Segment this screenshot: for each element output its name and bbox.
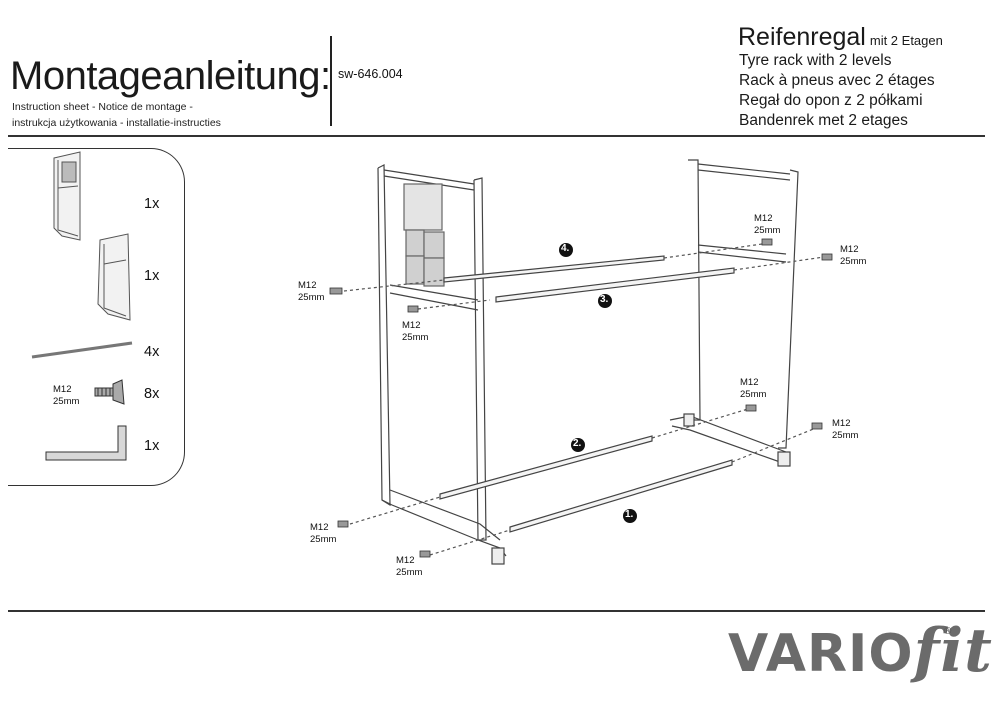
- screw-label-length: 25mm: [754, 225, 781, 236]
- screw-label-size: M12: [298, 280, 317, 291]
- part-qty: 1x: [144, 196, 160, 212]
- screw-label-length: 25mm: [402, 332, 429, 343]
- header-divider: [330, 36, 332, 126]
- registered-mark: ®: [944, 626, 952, 637]
- parts-illustrations: [31, 151, 133, 461]
- screw-guide-lines: [343, 243, 825, 556]
- subtitle-line-1: Instruction sheet - Notice de montage -: [12, 101, 193, 113]
- screw-spec: M12 25mm: [53, 384, 79, 408]
- left-mesh-panel: [403, 183, 445, 287]
- screw-label-length: 25mm: [298, 292, 325, 303]
- hex-key-icon: [45, 425, 127, 461]
- assembly-diagram: [329, 159, 833, 565]
- product-name: Reifenregal: [738, 23, 866, 51]
- screw-label-length: 25mm: [740, 389, 767, 400]
- tube-4: [443, 255, 665, 283]
- tube-part-icon: [31, 341, 133, 359]
- tube-number-markers: [559, 243, 637, 523]
- side-frame-part-icon: [97, 233, 131, 321]
- page-title: Montageanleitung:: [10, 54, 331, 98]
- screw-part-icon: [94, 379, 125, 405]
- screw-label-size: M12: [832, 418, 851, 429]
- screw-label-length: 25mm: [840, 256, 867, 267]
- product-levels: mit 2 Etagen: [869, 33, 943, 48]
- screw-label-size: M12: [402, 320, 421, 331]
- translation-pl: Regał do opon z 2 półkami: [739, 92, 923, 109]
- translation-nl: Bandenrek met 2 etages: [739, 112, 908, 129]
- brand-name-part1: VARIO: [728, 624, 914, 684]
- brand-logo: VARIOfit: [728, 616, 993, 686]
- screw-icons: [329, 238, 833, 558]
- side-frame-part-icon: [53, 151, 81, 241]
- screw-label-length: 25mm: [310, 534, 337, 545]
- right-side-frame: [669, 159, 799, 467]
- part-qty: 1x: [144, 438, 160, 454]
- tube-number: 1.: [625, 509, 634, 520]
- tube-1: [509, 459, 733, 533]
- part-qty: 1x: [144, 268, 160, 284]
- header-rule: [8, 135, 985, 137]
- screw-label-length: 25mm: [396, 567, 423, 578]
- translation-fr: Rack à pneus avec 2 étages: [739, 72, 935, 89]
- translation-en: Tyre rack with 2 levels: [739, 52, 892, 69]
- screw-label-size: M12: [396, 555, 415, 566]
- tube-number: 3.: [600, 294, 609, 305]
- tube-number: 4.: [561, 243, 570, 254]
- tube-2: [439, 435, 653, 500]
- screw-spec-length: 25mm: [53, 396, 80, 407]
- screw-label-size: M12: [840, 244, 859, 255]
- screw-label-size: M12: [754, 213, 773, 224]
- part-qty: 4x: [144, 344, 160, 360]
- tube-number: 2.: [573, 438, 582, 449]
- footer-rule: [8, 610, 985, 612]
- screw-label-size: M12: [310, 522, 329, 533]
- article-code: sw-646.004: [338, 67, 403, 81]
- screw-label-size: M12: [740, 377, 759, 388]
- parts-list-panel: [8, 148, 185, 486]
- subtitle-line-2: instrukcja użytkowania - installatie-ins…: [12, 117, 221, 129]
- screw-spec-size: M12: [53, 384, 72, 395]
- tube-3: [495, 267, 735, 303]
- screw-label-length: 25mm: [832, 430, 859, 441]
- part-qty: 8x: [144, 386, 160, 402]
- brand-name-part2: fit: [913, 616, 993, 686]
